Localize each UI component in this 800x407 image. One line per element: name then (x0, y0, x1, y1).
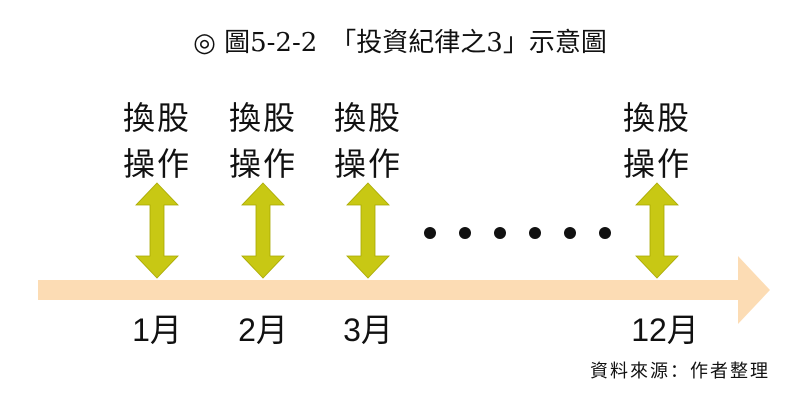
month-label-3: 3月 (343, 312, 393, 348)
double-arrow-1月 (135, 182, 179, 279)
source-note: 資料來源：作者整理 (590, 361, 770, 382)
double-arrow-3月 (346, 182, 390, 279)
ellipsis-dot (424, 227, 436, 239)
ellipsis-dot (529, 227, 541, 239)
ellipsis-dot (599, 227, 611, 239)
operation-label-1: 換股操作 (122, 99, 191, 183)
operation-label-3: 換股操作 (333, 99, 402, 183)
double-arrow-12月 (635, 182, 679, 279)
ellipsis-dot (459, 227, 471, 239)
figure-title: ◎ 圖5-2-2 「投資紀律之3」示意圖 (193, 28, 607, 58)
ellipsis-dot (494, 227, 506, 239)
ellipsis-dot (564, 227, 576, 239)
month-label-2: 2月 (238, 312, 288, 348)
month-label-12: 12月 (631, 312, 699, 348)
operation-label-12: 換股操作 (622, 99, 691, 183)
operation-label-2: 換股操作 (228, 99, 297, 183)
double-arrow-2月 (241, 182, 285, 279)
month-label-1: 1月 (132, 312, 182, 348)
timeline-arrow (38, 256, 770, 324)
